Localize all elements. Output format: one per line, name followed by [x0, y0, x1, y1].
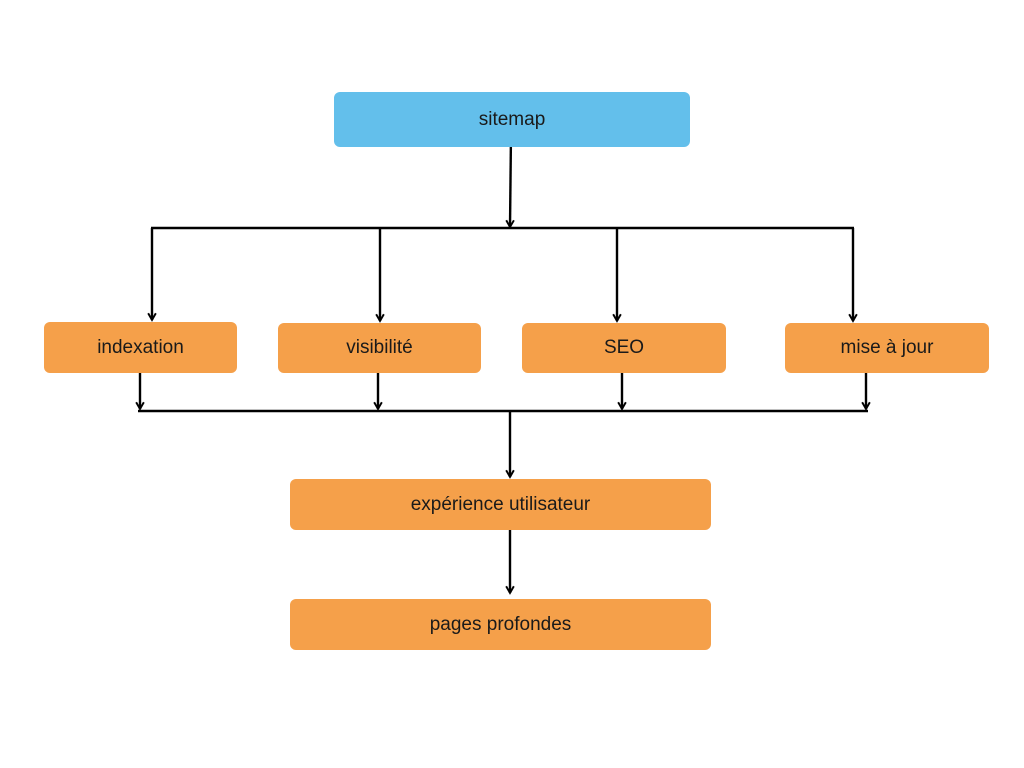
node-pages-profondes-label: pages profondes [429, 613, 572, 635]
node-visibilite-label: visibilité [346, 337, 413, 358]
node-seo-label: SEO [603, 337, 645, 358]
node-seo: SEO [522, 323, 726, 373]
node-sitemap: sitemap [334, 92, 690, 147]
node-mise-a-jour-label: mise à jour [840, 337, 934, 358]
node-mise-a-jour: mise à jour [785, 323, 989, 373]
node-experience-utilisateur: expérience utilisateur [290, 479, 711, 530]
node-indexation-label: indexation [97, 336, 184, 358]
node-visibilite: visibilité [278, 323, 481, 373]
node-pages-profondes: pages profondes [290, 599, 711, 650]
node-indexation: indexation [44, 322, 237, 373]
root-to-bar-arrow [505, 132, 515, 229]
node-sitemap-label: sitemap [478, 108, 546, 130]
node-experience-utilisateur-label: expérience utilisateur [410, 493, 591, 515]
